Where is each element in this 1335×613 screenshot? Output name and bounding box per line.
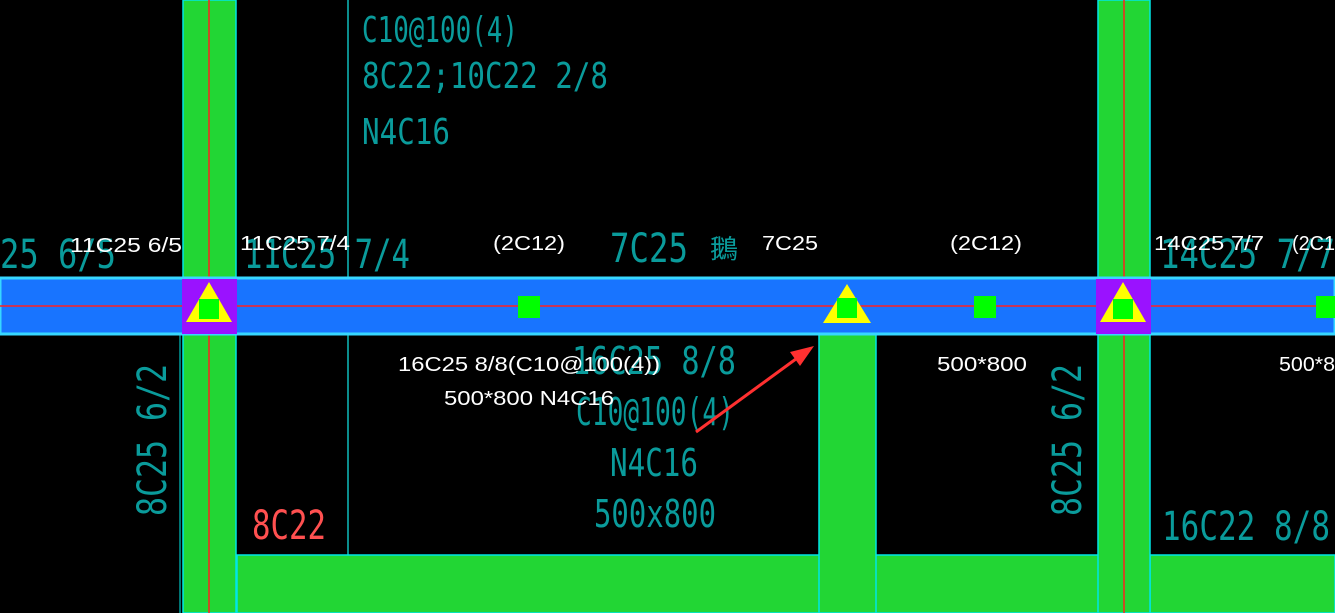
label-span1-bottom-line2[interactable]: 500*800 N4C16: [444, 388, 614, 410]
cad-center-top: 7C25: [610, 226, 688, 272]
right-support-node: [1113, 299, 1133, 319]
cad-top-stirrup: C10@100(4): [362, 10, 518, 51]
bottom-green-beam: [236, 554, 1100, 613]
label-span2-bottom[interactable]: 500*800: [937, 354, 1027, 376]
cad-center-marks: 鵝: [710, 235, 738, 265]
label-right-edge-top[interactable]: (2C1: [1292, 233, 1335, 255]
label-span2-top[interactable]: (2C12): [950, 233, 1022, 255]
cad-right-col-vertical: 8C25 6/2: [1045, 364, 1091, 516]
label-right-support-top[interactable]: 14C25 7/7: [1154, 233, 1264, 255]
span2-node[interactable]: [974, 296, 996, 318]
cad-right-bottom: 16C22 8/8: [1162, 504, 1330, 550]
label-span1-bottom-line1[interactable]: 16C25 8/8(C10@100(4)): [398, 354, 660, 376]
cad-left-col-vertical: 8C25 6/2: [130, 364, 176, 516]
center-support[interactable]: [823, 284, 871, 323]
span1-node[interactable]: [518, 296, 540, 318]
label-mid-support-top[interactable]: 11C25 7/4: [240, 233, 350, 255]
label-left-support-top[interactable]: 11C25 6/5: [70, 235, 182, 257]
left-support[interactable]: [182, 279, 237, 334]
secondary-beam: [818, 332, 877, 613]
bottom-green-beam-right: [1149, 554, 1335, 613]
cad-left-red: 8C22: [252, 503, 326, 549]
cad-bottom-section: 500x800: [594, 492, 716, 536]
right-edge-node[interactable]: [1316, 296, 1335, 318]
cad-bottom-stirrup: C10@100(4): [576, 390, 734, 434]
label-right-bottom[interactable]: 500*8: [1279, 354, 1335, 376]
cad-right-top-partial: 14C25 7/7: [1160, 232, 1335, 278]
cad-bottom-waist: N4C16: [610, 441, 698, 485]
cad-mid-top: 11C25 7/4: [244, 232, 410, 278]
label-span1-top[interactable]: (2C12): [493, 233, 565, 255]
left-support-node: [199, 299, 219, 319]
cad-top-waist-bars: N4C16: [362, 112, 450, 153]
right-support[interactable]: [1096, 279, 1151, 334]
center-support-node: [837, 298, 857, 318]
annotation-arrow-icon: [695, 346, 814, 434]
cad-left-top-partial: 25 6/5: [0, 232, 116, 278]
cad-top-long-bars: 8C22;10C22 2/8: [362, 56, 608, 97]
label-center-support-top[interactable]: 7C25: [762, 233, 818, 255]
cad-bottom-bars: 16C25 8/8: [572, 339, 736, 383]
